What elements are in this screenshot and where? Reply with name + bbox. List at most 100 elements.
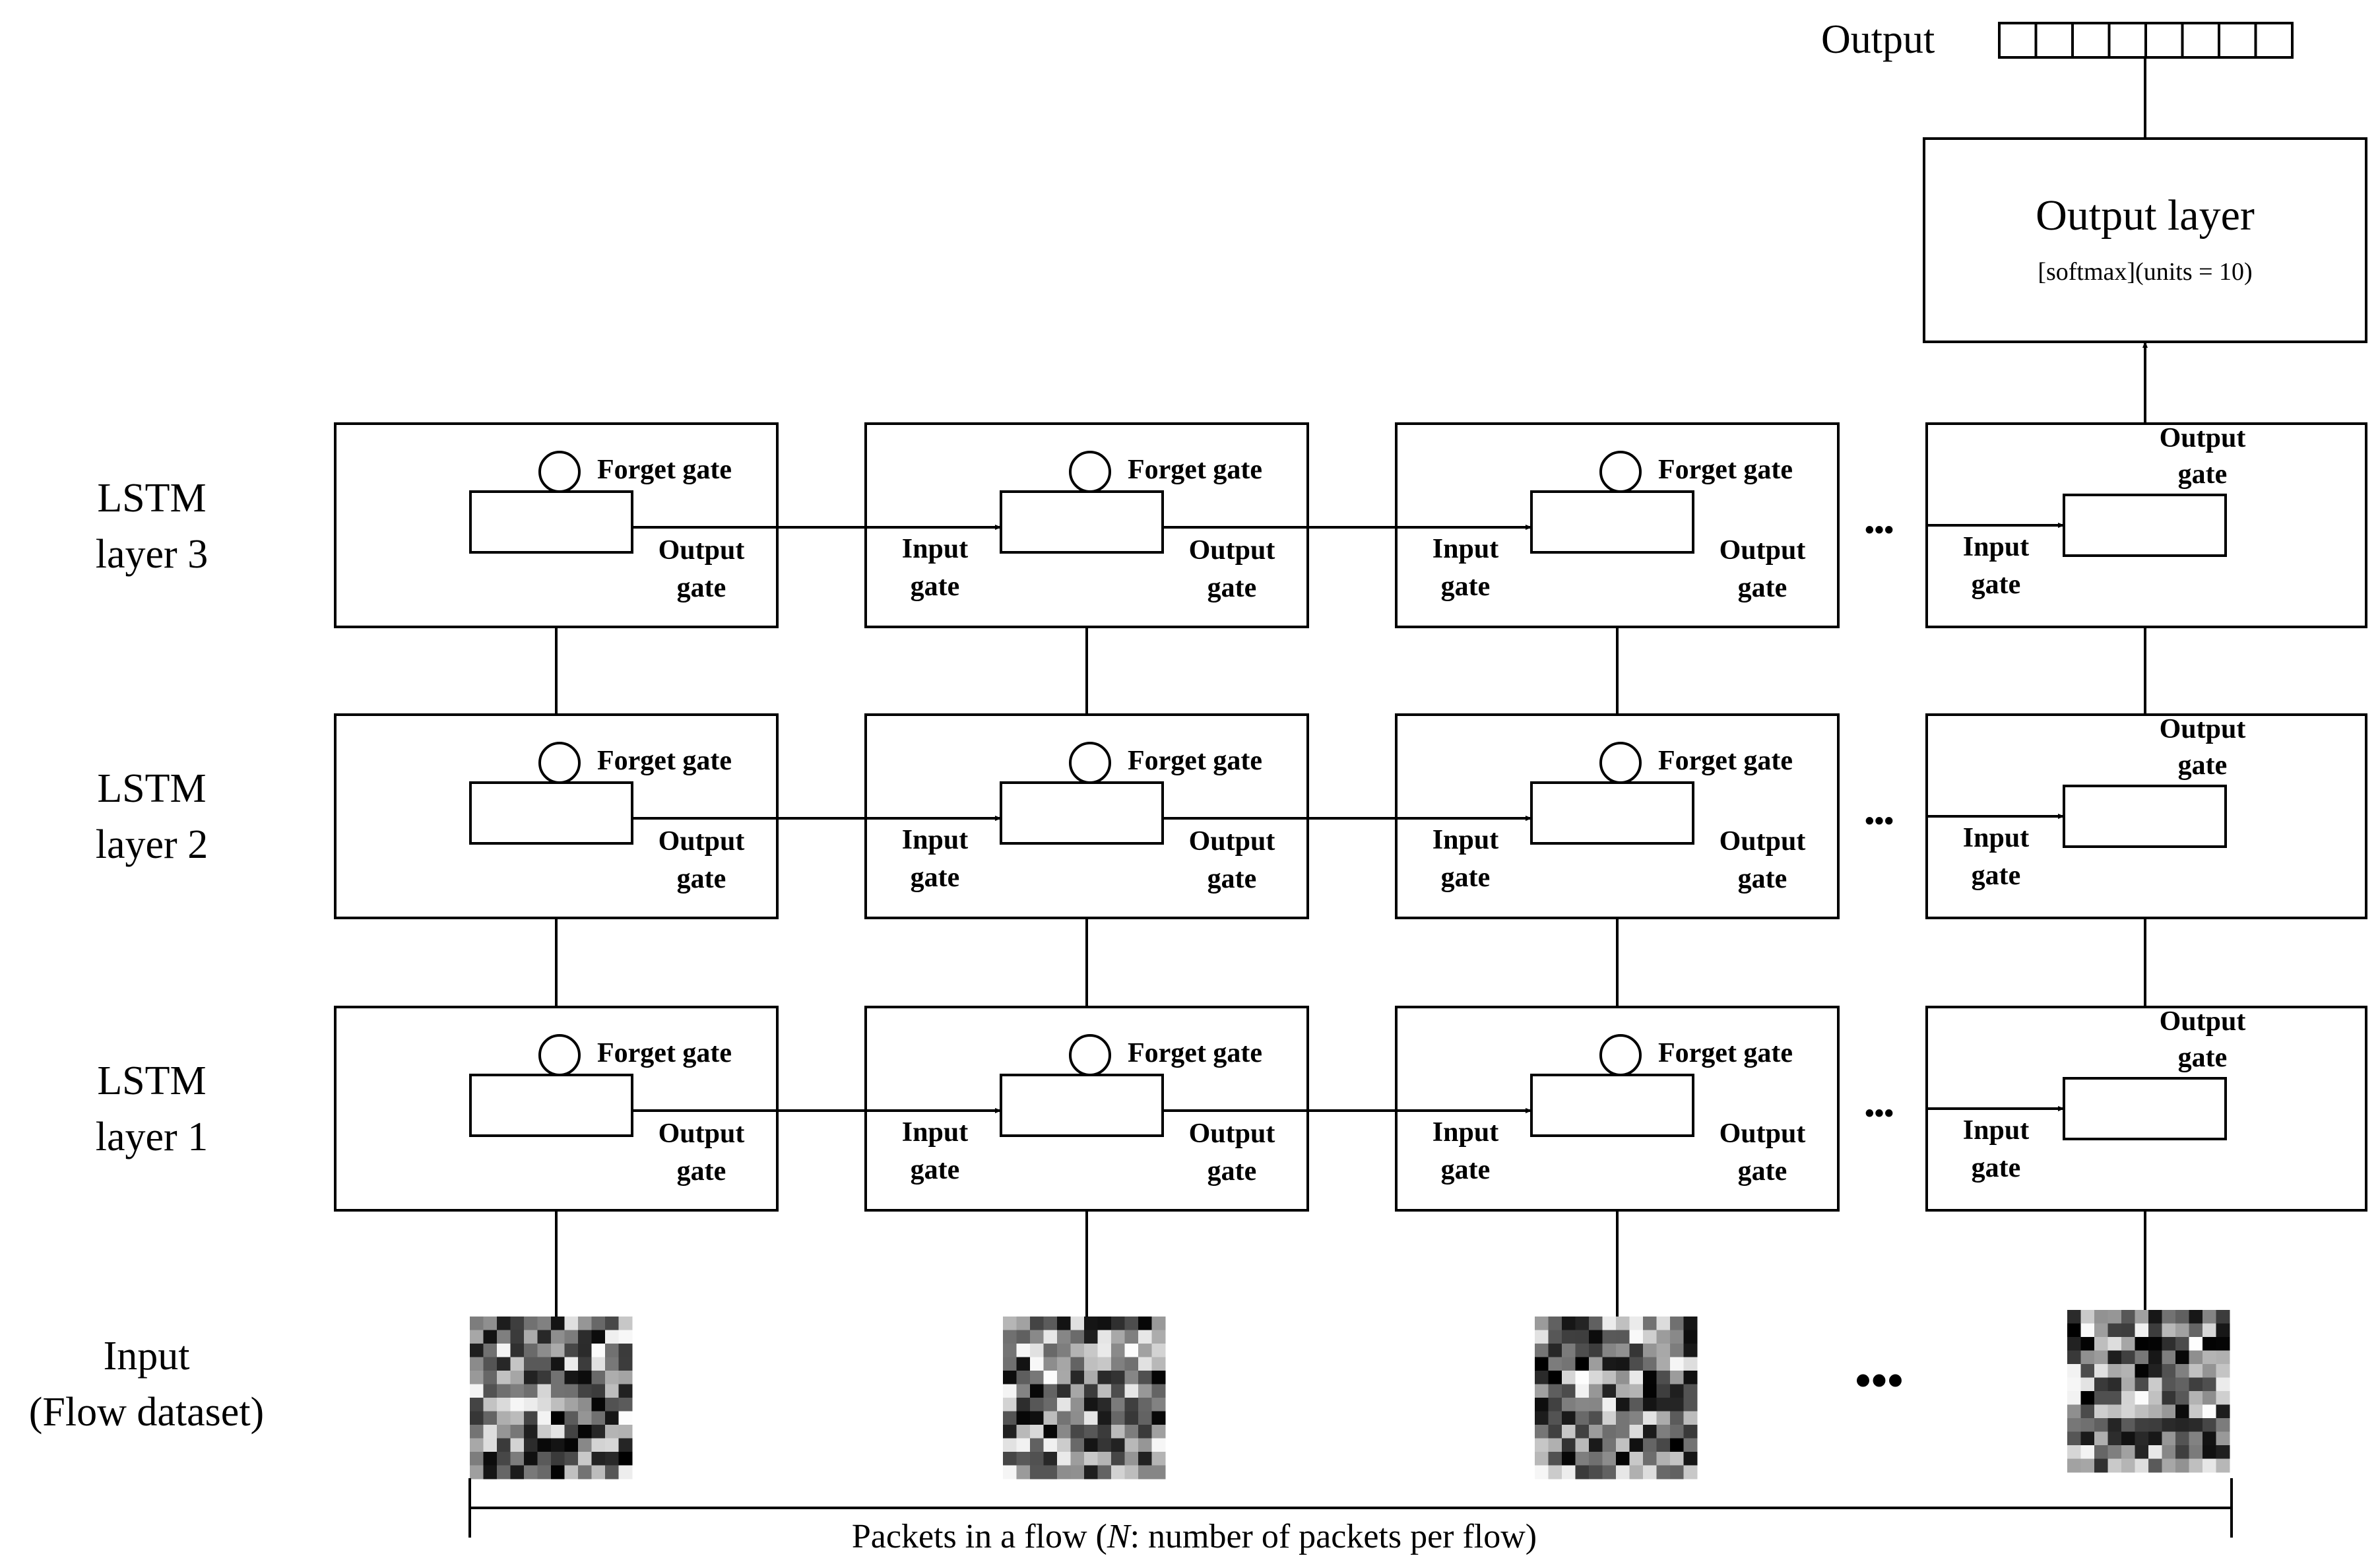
- packet-image-3: [1535, 1317, 1698, 1480]
- memory-cell: [469, 1074, 633, 1137]
- output-gate-label: gate: [677, 573, 726, 603]
- output-gate-label: gate: [1207, 864, 1257, 894]
- forget-gate-circle: [1599, 1034, 1642, 1076]
- input-gate-label: gate: [911, 1155, 960, 1185]
- input-gate-label: Input: [1432, 534, 1498, 564]
- forget-gate-label: Forget gate: [597, 746, 732, 776]
- output-vector-cell: [2144, 22, 2184, 59]
- input-label-line1: Input: [104, 1334, 190, 1379]
- output-gate-label: gate: [1207, 573, 1257, 603]
- packet-images: [470, 1310, 2230, 1480]
- output-gate-label: Output: [659, 535, 745, 566]
- packets-caption-var: N: [1107, 1518, 1132, 1555]
- packet-image-1: [470, 1317, 633, 1480]
- packets-bracket: [468, 1478, 2233, 1538]
- forget-gate-label: Forget gate: [1658, 746, 1793, 776]
- output-gate-label: Output: [1720, 1119, 1806, 1149]
- output-gate-label: gate: [677, 1156, 726, 1187]
- layer-label-1: LSTM layer 1: [96, 1058, 208, 1159]
- output-gate-label: Output: [1189, 1119, 1275, 1149]
- packet-image-2: [1003, 1317, 1166, 1480]
- output-vector-cell: [2071, 22, 2111, 59]
- memory-cell: [1000, 1074, 1164, 1137]
- layer-label-3: LSTM layer 3: [96, 476, 208, 577]
- output-layer-box: Output layer [softmax](units = 10): [1923, 137, 2367, 343]
- input-gate-label: gate: [1441, 862, 1491, 893]
- layer-label-3-line2: layer 3: [96, 532, 208, 577]
- input-gate-label: Input: [902, 534, 968, 564]
- input-gate-label: gate: [911, 571, 960, 602]
- output-gate-label: Output: [659, 826, 745, 857]
- output-gate-label: gate: [1738, 864, 1787, 894]
- memory-cell: [1530, 1074, 1694, 1137]
- forget-gate-circle: [1069, 742, 1111, 784]
- layer-label-1-line2: layer 1: [96, 1115, 208, 1159]
- output-gate-label: gate: [2178, 459, 2228, 490]
- input-gate-label: Input: [902, 1117, 968, 1148]
- forget-gate-label: Forget gate: [597, 455, 732, 485]
- ellipsis-layer-3: •••: [1865, 515, 1894, 546]
- ellipsis-layer-2: •••: [1865, 806, 1894, 837]
- input-label: Input (Flow dataset): [29, 1334, 264, 1435]
- memory-cell: [1530, 490, 1694, 554]
- layer-label-2-line1: LSTM: [97, 766, 206, 811]
- memory-cell: [2063, 1077, 2227, 1140]
- output-gate-label: Output: [659, 1119, 745, 1149]
- memory-cell: [2063, 494, 2227, 557]
- output-gate-label: Output: [2160, 1006, 2246, 1037]
- packets-caption-after: : number of packets per flow): [1130, 1518, 1537, 1555]
- forget-gate-circle: [1069, 1034, 1111, 1076]
- output-gate-label: gate: [2178, 1043, 2228, 1073]
- output-layer-title: Output layer: [2036, 191, 2255, 240]
- memory-cell: [1000, 781, 1164, 845]
- packet-image-4: [2067, 1310, 2230, 1473]
- output-vector: [1998, 22, 2294, 139]
- memory-cell: [2063, 785, 2227, 848]
- layer-label-3-line1: LSTM: [97, 476, 206, 521]
- input-gate-label: gate: [911, 862, 960, 893]
- output-label: Output: [1821, 17, 1935, 62]
- memory-cell: [1530, 781, 1694, 845]
- output-gate-label: Output: [1189, 535, 1275, 566]
- output-vector-cell: [2181, 22, 2220, 59]
- input-label-line2: (Flow dataset): [29, 1390, 264, 1435]
- memory-cell: [469, 781, 633, 845]
- output-gate-label: Output: [2160, 423, 2246, 453]
- input-gate-label: Input: [1963, 1115, 2029, 1146]
- ellipsis-layer-1: •••: [1865, 1099, 1894, 1129]
- output-gate-label: gate: [1207, 1156, 1257, 1187]
- input-gate-label: Input: [1432, 1117, 1498, 1148]
- forget-gate-label: Forget gate: [1128, 455, 1262, 485]
- output-gate-label: gate: [677, 864, 726, 894]
- input-gate-label: Input: [1963, 532, 2029, 562]
- input-gate-label: gate: [1441, 571, 1491, 602]
- output-gate-label: gate: [2178, 750, 2228, 781]
- packets-caption-before: Packets in a flow (: [852, 1518, 1107, 1555]
- forget-gate-circle: [1599, 742, 1642, 784]
- forget-gate-label: Forget gate: [1128, 746, 1262, 776]
- forget-gate-label: Forget gate: [1658, 455, 1793, 485]
- forget-gate-circle: [538, 1034, 581, 1076]
- output-vector-cell: [2254, 22, 2294, 59]
- output-layer-subtitle: [softmax](units = 10): [2038, 258, 2252, 286]
- output-gate-label: Output: [2160, 714, 2246, 744]
- layer-label-1-line1: LSTM: [97, 1058, 206, 1103]
- input-gate-label: gate: [1972, 569, 2021, 600]
- input-gate-label: Input: [1432, 825, 1498, 855]
- packets-caption: Packets in a flow (N: number of packets …: [852, 1518, 1537, 1555]
- output-vector-cell: [2218, 22, 2257, 59]
- forget-gate-label: Forget gate: [1128, 1038, 1262, 1068]
- output-gate-label: Output: [1720, 826, 1806, 857]
- forget-gate-label: Forget gate: [597, 1038, 732, 1068]
